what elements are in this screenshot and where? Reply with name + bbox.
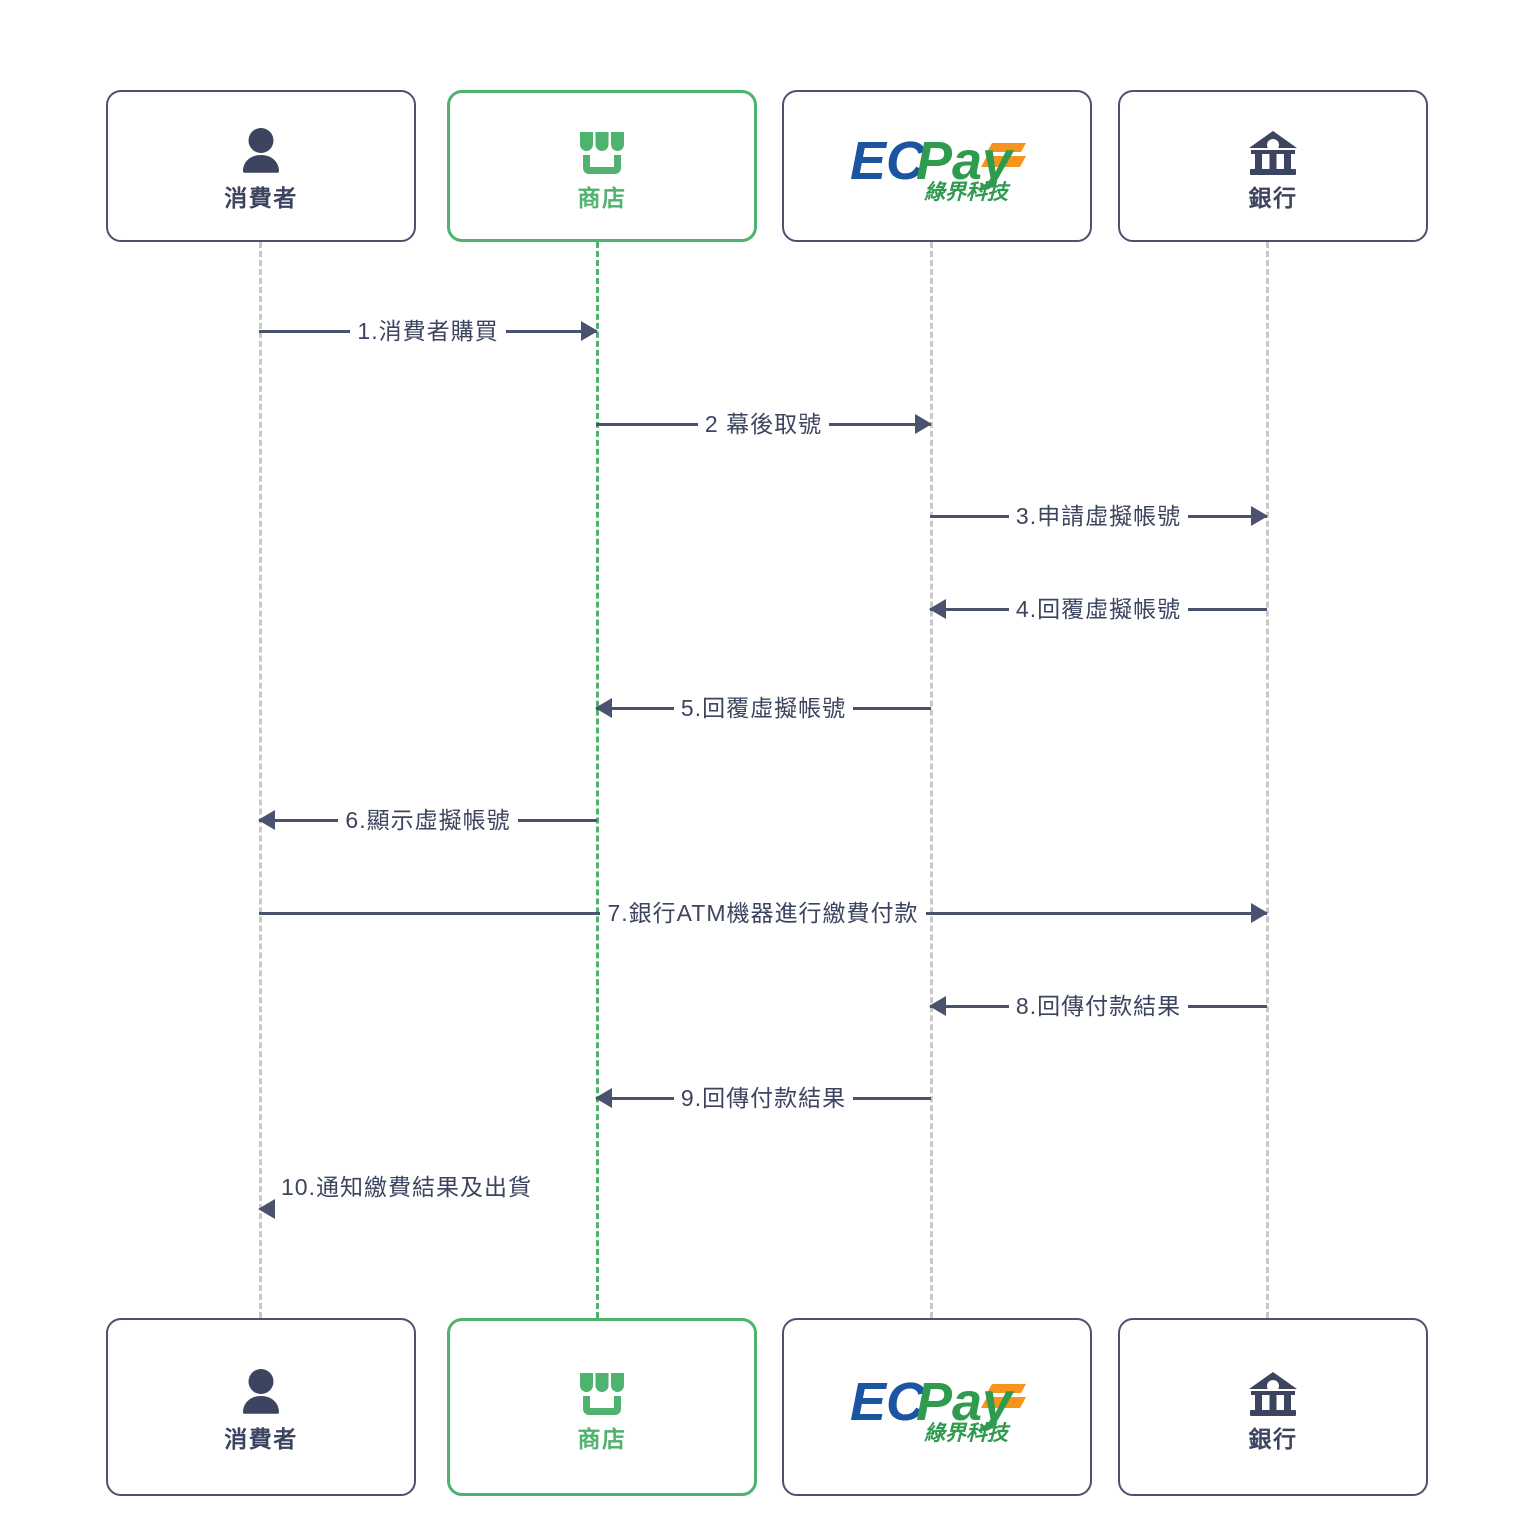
bank-icon	[1247, 1364, 1299, 1418]
arrowhead-left-icon	[595, 1088, 612, 1108]
arrowhead-left-icon	[258, 1198, 275, 1219]
message-5[interactable]: 5.回覆虛擬帳號	[595, 691, 931, 725]
message-6-label: 6.顯示虛擬帳號	[338, 808, 518, 832]
svg-text:綠界科技: 綠界科技	[924, 1421, 1011, 1445]
lifeline-bank	[1266, 242, 1269, 1318]
lifeline-consumer	[259, 242, 262, 1318]
actor-bank-label: 銀行	[1248, 1425, 1298, 1452]
arrowhead-left-icon	[258, 810, 275, 830]
message-8[interactable]: 8.回傳付款結果	[929, 989, 1267, 1023]
message-2-label: 2 幕後取號	[697, 412, 830, 436]
message-6[interactable]: 6.顯示虛擬帳號	[258, 803, 597, 837]
arrowhead-right-icon	[581, 321, 598, 341]
actor-merchant-top[interactable]: 商店	[447, 90, 757, 242]
actor-ecpay-top[interactable]: EC Pay 綠界科技	[782, 90, 1092, 242]
message-1-label: 1.消費者購買	[350, 319, 506, 343]
actor-ecpay-bottom[interactable]: EC Pay 綠界科技	[782, 1318, 1092, 1496]
actor-bank-label: 銀行	[1248, 184, 1298, 211]
message-4-label: 4.回覆虛擬帳號	[1008, 597, 1189, 621]
arrowhead-right-icon	[1251, 903, 1268, 923]
actor-merchant-label: 商店	[577, 1425, 627, 1452]
arrowhead-right-icon	[915, 414, 932, 434]
lifeline-ecpay	[930, 242, 933, 1318]
message-4[interactable]: 4.回覆虛擬帳號	[929, 592, 1267, 626]
person-icon	[238, 123, 284, 177]
message-7[interactable]: 7.銀行ATM機器進行繳費付款	[259, 896, 1268, 930]
actor-consumer-label: 消費者	[224, 1425, 298, 1452]
bank-icon	[1247, 123, 1299, 177]
message-3-label: 3.申請虛擬帳號	[1008, 504, 1189, 528]
shop-icon	[577, 123, 627, 177]
actor-bank-top[interactable]: 銀行	[1118, 90, 1428, 242]
message-9-label: 9.回傳付款結果	[673, 1086, 854, 1110]
shop-icon	[577, 1364, 627, 1418]
message-8-label: 8.回傳付款結果	[1008, 994, 1189, 1018]
actor-merchant-bottom[interactable]: 商店	[447, 1318, 757, 1496]
person-icon	[238, 1364, 284, 1418]
svg-text:EC: EC	[850, 131, 926, 191]
message-5-label: 5.回覆虛擬帳號	[673, 696, 854, 720]
arrowhead-left-icon	[595, 698, 612, 718]
message-1[interactable]: 1.消費者購買	[259, 314, 598, 348]
arrowhead-left-icon	[929, 996, 946, 1016]
svg-text:EC: EC	[850, 1372, 926, 1432]
ecpay-logo: EC Pay 綠界科技	[844, 1368, 1030, 1446]
ecpay-logo: EC Pay 綠界科技	[844, 127, 1030, 205]
message-9[interactable]: 9.回傳付款結果	[595, 1081, 931, 1115]
message-2[interactable]: 2 幕後取號	[596, 407, 932, 441]
svg-text:綠界科技: 綠界科技	[924, 180, 1011, 204]
arrowhead-left-icon	[929, 599, 946, 619]
actor-merchant-label: 商店	[577, 184, 627, 211]
svg-text:Pay: Pay	[916, 1372, 1015, 1432]
actor-consumer-top[interactable]: 消費者	[106, 90, 416, 242]
lifeline-merchant	[596, 242, 599, 1318]
message-7-label: 7.銀行ATM機器進行繳費付款	[600, 901, 926, 925]
message-10[interactable]: 10.通知繳費結果及出貨	[258, 1174, 597, 1219]
message-10-label: 10.通知繳費結果及出貨	[281, 1174, 532, 1200]
message-3[interactable]: 3.申請虛擬帳號	[930, 499, 1268, 533]
actor-consumer-label: 消費者	[224, 184, 298, 211]
arrowhead-right-icon	[1251, 506, 1268, 526]
svg-text:Pay: Pay	[916, 131, 1015, 191]
actor-bank-bottom[interactable]: 銀行	[1118, 1318, 1428, 1496]
actor-consumer-bottom[interactable]: 消費者	[106, 1318, 416, 1496]
